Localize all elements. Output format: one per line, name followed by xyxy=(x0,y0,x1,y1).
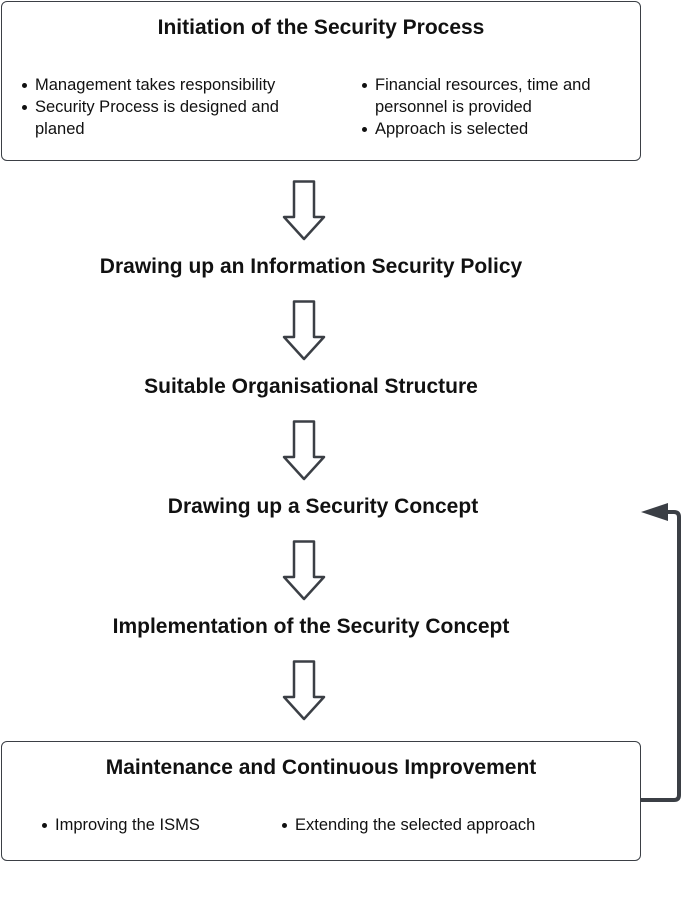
down-arrow-icon xyxy=(282,180,326,241)
bullet-item: Extending the selected approach xyxy=(280,814,620,836)
bullet-item: Financial resources, time and personnel … xyxy=(360,74,640,118)
step-organisational-structure: Suitable Organisational Structure xyxy=(144,375,478,398)
initiation-title: Initiation of the Security Process xyxy=(157,16,485,39)
maintenance-right-bullets: Extending the selected approach xyxy=(280,814,620,836)
down-arrow-icon xyxy=(282,660,326,721)
down-arrow-icon xyxy=(282,420,326,481)
maintenance-left-bullets: Improving the ISMS xyxy=(40,814,270,836)
bullet-item: Approach is selected xyxy=(360,118,640,140)
step-implementation: Implementation of the Security Concept xyxy=(112,615,510,638)
bullet-item: Management takes responsibility xyxy=(20,74,330,96)
down-arrow-icon xyxy=(282,540,326,601)
step-security-concept: Drawing up a Security Concept xyxy=(167,495,479,518)
initiation-box: Initiation of the Security Process Manag… xyxy=(1,1,641,161)
down-arrow-icon xyxy=(282,300,326,361)
maintenance-title: Maintenance and Continuous Improvement xyxy=(105,756,537,779)
bullet-item: Security Process is designed and planed xyxy=(20,96,330,140)
maintenance-box: Maintenance and Continuous Improvement I… xyxy=(1,741,641,861)
initiation-right-bullets: Financial resources, time and personnel … xyxy=(360,74,640,140)
step-information-security-policy: Drawing up an Information Security Polic… xyxy=(99,255,523,278)
initiation-left-bullets: Management takes responsibility Security… xyxy=(20,74,330,140)
feedback-loop-arrow-icon xyxy=(641,503,681,802)
bullet-item: Improving the ISMS xyxy=(40,814,270,836)
